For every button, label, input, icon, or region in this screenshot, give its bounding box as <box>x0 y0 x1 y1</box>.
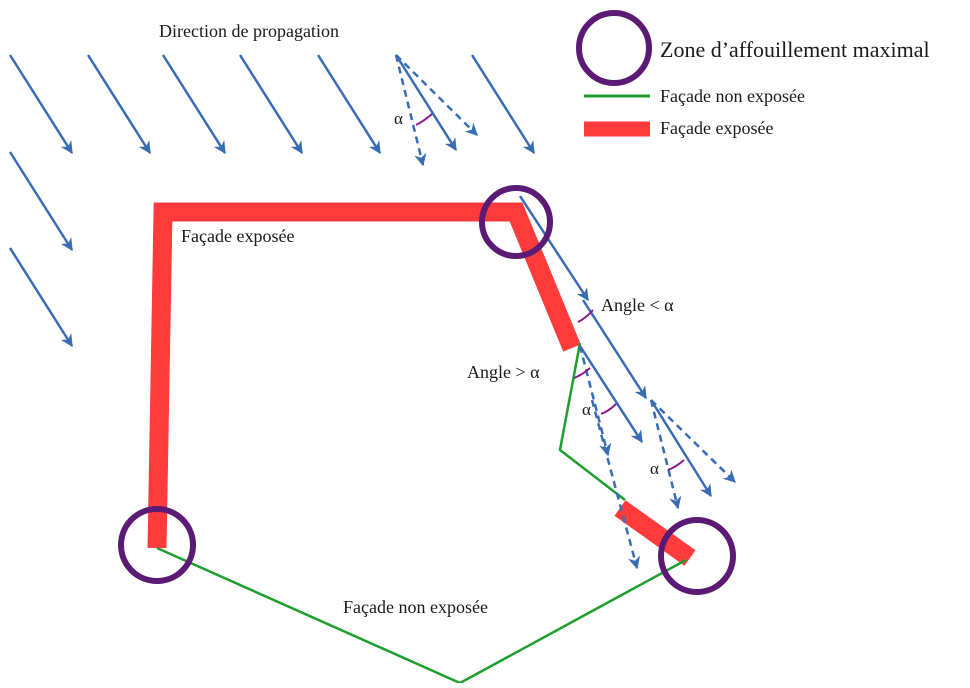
scour-zone-circle <box>479 185 553 259</box>
alpha-label-mid: α <box>582 400 591 419</box>
legend: Zone d’affouillement maximal Façade non … <box>576 10 930 138</box>
non-exposed-facade-right <box>558 342 626 501</box>
dashed-arrow <box>395 54 478 136</box>
propagation-arrows <box>8 54 536 348</box>
scour-zones <box>118 185 736 595</box>
alpha-arc <box>667 459 685 471</box>
exposed-facade-lower <box>614 500 696 566</box>
propagation-arrow <box>316 54 382 155</box>
facade-non-exposee-label: Façade non exposée <box>343 597 488 617</box>
alpha-spread-top <box>394 54 478 167</box>
propagation-arrow <box>581 299 648 400</box>
direction-label: Direction de propagation <box>159 21 339 41</box>
propagation-arrow <box>86 54 152 155</box>
legend-non-exposed-label: Façade non exposée <box>660 86 805 106</box>
alpha-label-low: α <box>650 459 659 478</box>
propagation-arrow <box>8 151 74 252</box>
alpha-arc <box>573 367 591 379</box>
legend-zone-icon <box>576 10 652 86</box>
alpha-label-top: α <box>394 109 403 128</box>
alpha-arc <box>600 403 617 415</box>
scour-zone-circle <box>658 517 736 595</box>
propagation-arrow <box>649 399 713 498</box>
propagation-arrow <box>578 345 644 444</box>
legend-zone-label: Zone d’affouillement maximal <box>660 37 930 62</box>
alpha-arc <box>415 113 433 126</box>
dashed-arrow <box>649 399 682 510</box>
legend-exposed-label: Façade exposée <box>660 118 773 138</box>
propagation-arrow <box>470 54 536 155</box>
non-exposed-facades <box>156 342 687 685</box>
alpha-arc <box>577 309 594 323</box>
propagation-arrow <box>518 195 590 302</box>
facade-arrows <box>518 195 736 570</box>
angle-less-label: Angle < α <box>601 295 674 315</box>
propagation-arrow <box>8 247 74 348</box>
exposed-facades <box>147 202 696 566</box>
facade-exposee-label: Façade exposée <box>181 226 294 246</box>
dashed-arrow <box>578 345 612 457</box>
alpha-arcs <box>573 309 685 471</box>
propagation-arrow <box>238 54 304 155</box>
scour-zone-circle <box>118 506 196 584</box>
dashed-arrow <box>590 399 641 570</box>
propagation-arrow <box>161 54 227 155</box>
dashed-arrow <box>650 399 736 483</box>
dashed-arrow <box>394 54 427 167</box>
propagation-arrow <box>8 54 74 155</box>
angle-greater-label: Angle > α <box>467 362 540 382</box>
exposed-facade-main <box>147 202 581 549</box>
propagation-arrow <box>394 54 458 152</box>
